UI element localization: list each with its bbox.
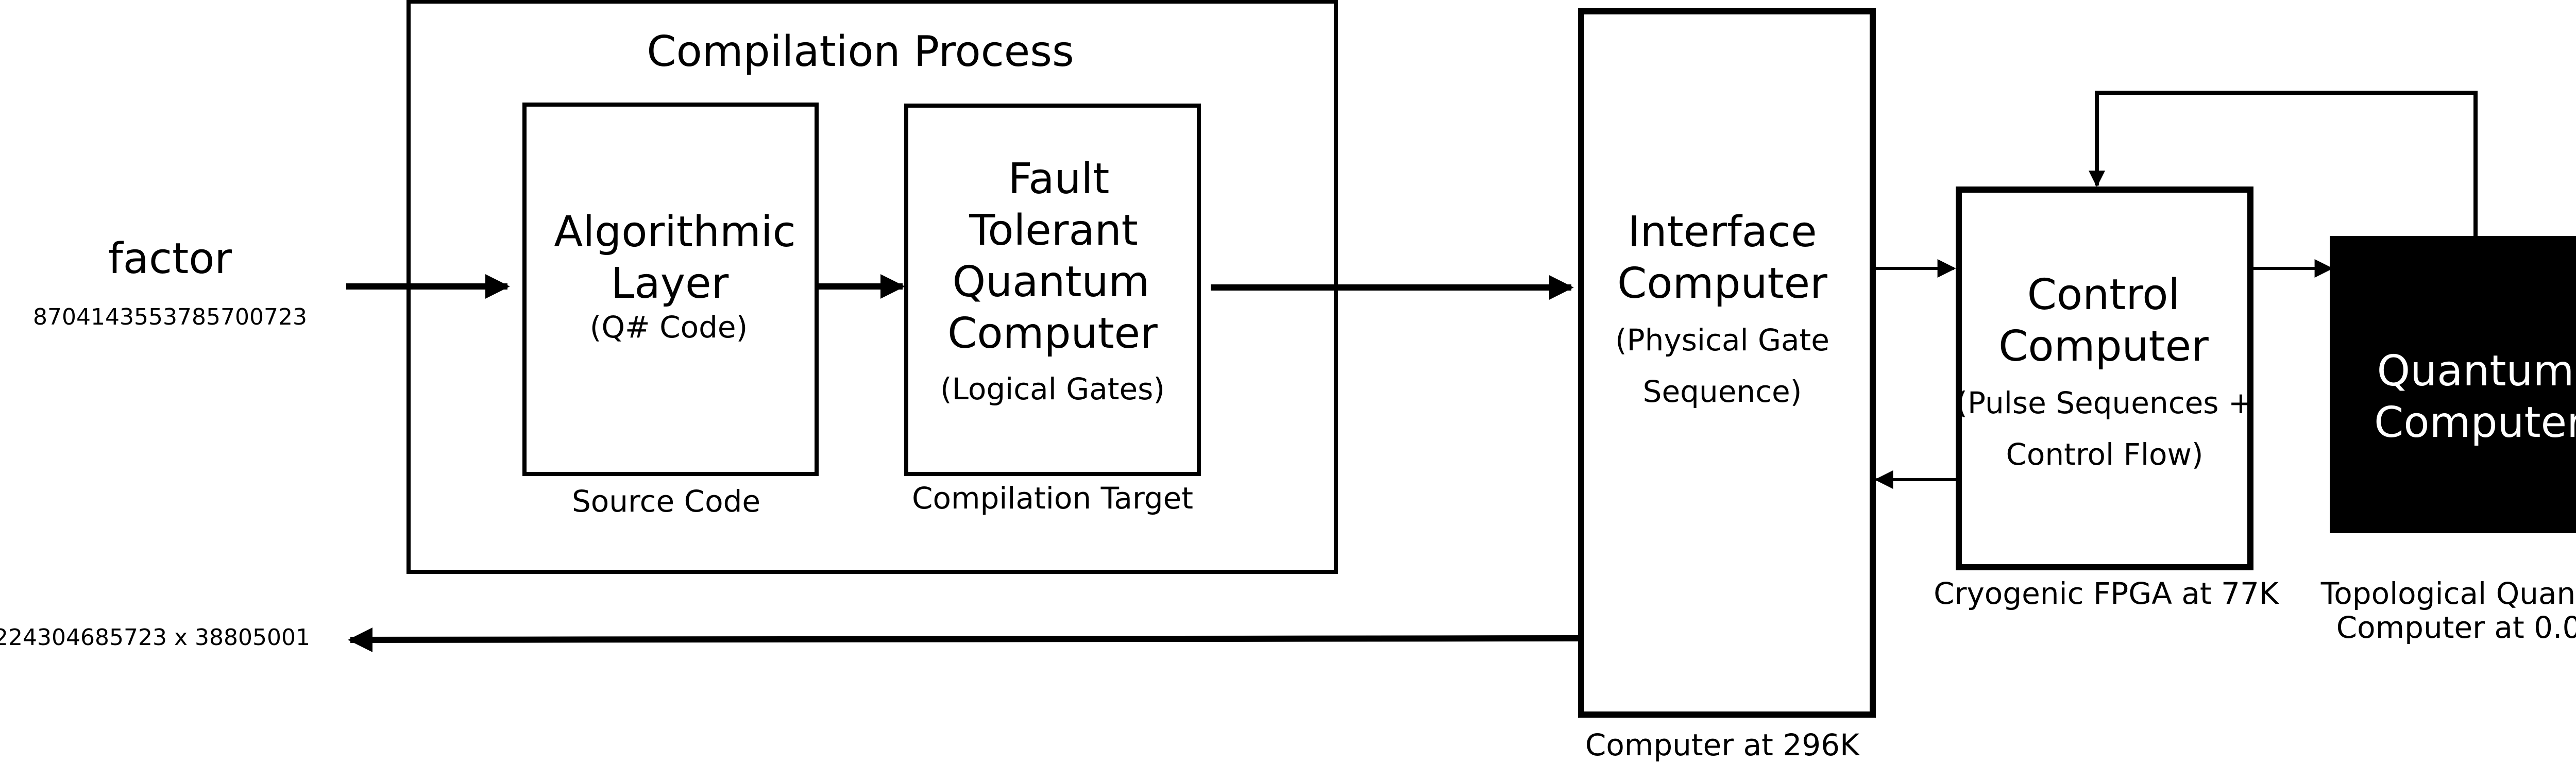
interface-computer-line1: Interface (1628, 208, 1817, 257)
fault-tolerant-line3: Quantum (953, 258, 1150, 307)
algorithmic-layer-line1: Algorithmic (554, 208, 795, 257)
output-result: 224304685723 x 38805001 (0, 624, 310, 651)
compilation-target-caption: Compilation Target (912, 481, 1193, 516)
fault-tolerant-detail: (Logical Gates) (940, 371, 1165, 406)
interface-computer-detail1: (Physical Gate (1615, 323, 1829, 358)
quantum-computer-caption2: Computer at 0.03K (2336, 610, 2576, 645)
interface-computer-box (1578, 8, 1876, 718)
fault-tolerant-line1: Fault (1008, 155, 1110, 204)
quantum-computer-line2: Computer (2374, 398, 2576, 447)
control-computer-line1: Control (2027, 270, 2180, 319)
fault-tolerant-box (904, 104, 1201, 476)
algorithmic-layer-detail: (Q# Code) (590, 310, 748, 345)
interface-computer-caption: Computer at 296K (1585, 727, 1860, 762)
interface-computer-line2: Computer (1617, 259, 1827, 308)
quantum-computer-caption1: Topological Quantum (2320, 576, 2576, 611)
control-computer-detail2: Control Flow) (2006, 437, 2203, 472)
control-computer-detail1: (Pulse Sequences + (1956, 385, 2253, 420)
input-number: 8704143553785700723 (33, 304, 307, 330)
input-label: factor (108, 234, 232, 283)
output-arrow (348, 627, 1581, 652)
fault-tolerant-line2: Tolerant (969, 206, 1138, 255)
quantum-feedback-arrow (2089, 91, 2478, 237)
source-code-caption: Source Code (572, 484, 760, 519)
quantum-computer-box (2330, 236, 2576, 533)
quantum-computer-line1: Quantum (2377, 347, 2574, 396)
compilation-process-title: Compilation Process (647, 27, 1074, 76)
control-computer-line2: Computer (1998, 322, 2209, 371)
interface-computer-detail2: Sequence) (1643, 374, 1802, 409)
fault-tolerant-line4: Computer (947, 309, 1158, 358)
algorithmic-layer-line2: Layer (611, 259, 729, 308)
algorithmic-layer-box (522, 103, 819, 476)
control-computer-box (1956, 186, 2253, 570)
control-computer-caption: Cryogenic FPGA at 77K (1934, 576, 2280, 611)
